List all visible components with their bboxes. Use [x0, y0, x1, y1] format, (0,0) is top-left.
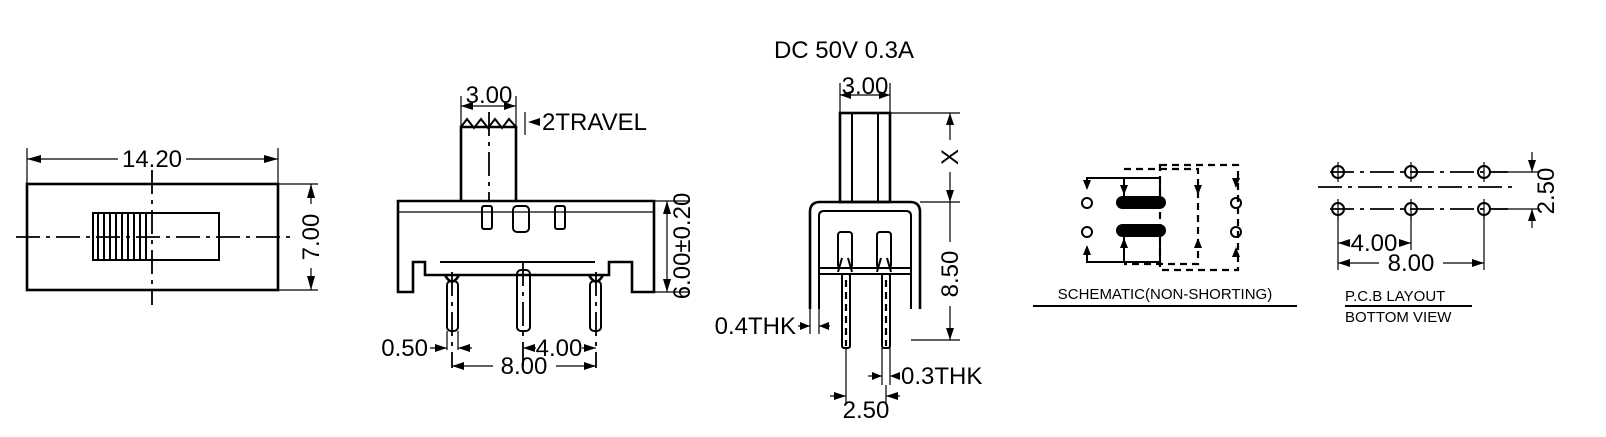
side-pin-pitch-label: 2.50	[843, 397, 890, 424]
side-knob	[838, 111, 892, 204]
side-x-label: X	[937, 149, 964, 165]
side-knob-width-label: 3.00	[842, 73, 889, 100]
schematic-terminal	[1230, 197, 1242, 209]
side-contact-right	[876, 231, 892, 269]
front-pin-width-label: 0.50	[381, 335, 428, 362]
front-slot-left	[481, 205, 493, 230]
front-slot-right	[554, 205, 566, 230]
side-height-label: 8.50	[937, 251, 964, 298]
schematic-terminal	[1081, 197, 1093, 209]
pcb-layout: 2.50 4.00 8.00 P.C.B LAYOUT BOTTOM VIEW	[1318, 152, 1560, 326]
top-view: 14.20 7.00	[16, 146, 325, 305]
schematic-dashed-outline	[1158, 163, 1240, 272]
side-pin-thickness-label: 0.3THK	[901, 363, 982, 390]
schematic-slider-bar	[1116, 196, 1166, 209]
schematic: SCHEMATIC(NON-SHORTING)	[1033, 163, 1297, 307]
side-contact-left	[837, 231, 853, 269]
pcb-caption-line2: BOTTOM VIEW	[1345, 309, 1452, 326]
pcb-span-label: 8.00	[1388, 250, 1435, 277]
front-height-label: 6.00±0.20	[669, 193, 696, 300]
pcb-row-pitch-label: 2.50	[1533, 168, 1560, 215]
side-frame-thickness-label: 0.4THK	[715, 313, 796, 340]
schematic-terminal	[1081, 226, 1093, 238]
front-pin-span-label: 8.00	[501, 353, 548, 380]
schematic-caption: SCHEMATIC(NON-SHORTING)	[1058, 286, 1272, 303]
pcb-col-pitch-label: 4.00	[1351, 230, 1398, 257]
pcb-pads	[1331, 162, 1491, 219]
side-pin-right	[881, 273, 891, 349]
top-width-label: 14.20	[122, 146, 182, 173]
rating-label: DC 50V 0.3A	[774, 37, 914, 64]
front-knob-width-label: 3.00	[466, 82, 513, 109]
front-knob-break	[460, 117, 517, 130]
side-frame-inner	[818, 210, 912, 309]
front-pin-spacing-label: 4.00	[536, 335, 583, 362]
travel-label: 2TRAVEL	[542, 109, 647, 136]
side-frame-outer	[808, 200, 922, 309]
top-height-label: 7.00	[298, 214, 325, 261]
side-view: 3.00 X 8.50 0	[715, 73, 983, 424]
front-slot-center	[512, 205, 530, 233]
schematic-slider-bar	[1116, 224, 1166, 237]
pcb-caption-line1: P.C.B LAYOUT	[1345, 288, 1445, 305]
front-housing	[396, 199, 656, 294]
schematic-terminal	[1230, 226, 1242, 238]
front-view: 3.00 2TRAVEL 6.00±0.20	[381, 82, 696, 380]
